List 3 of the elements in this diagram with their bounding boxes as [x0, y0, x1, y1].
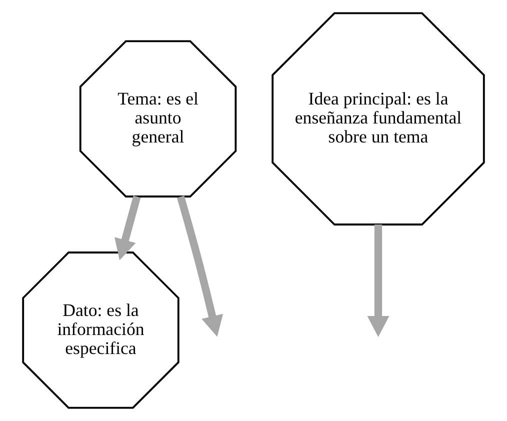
arrow — [367, 224, 390, 337]
arrow — [176, 196, 224, 337]
arrow — [114, 196, 141, 260]
